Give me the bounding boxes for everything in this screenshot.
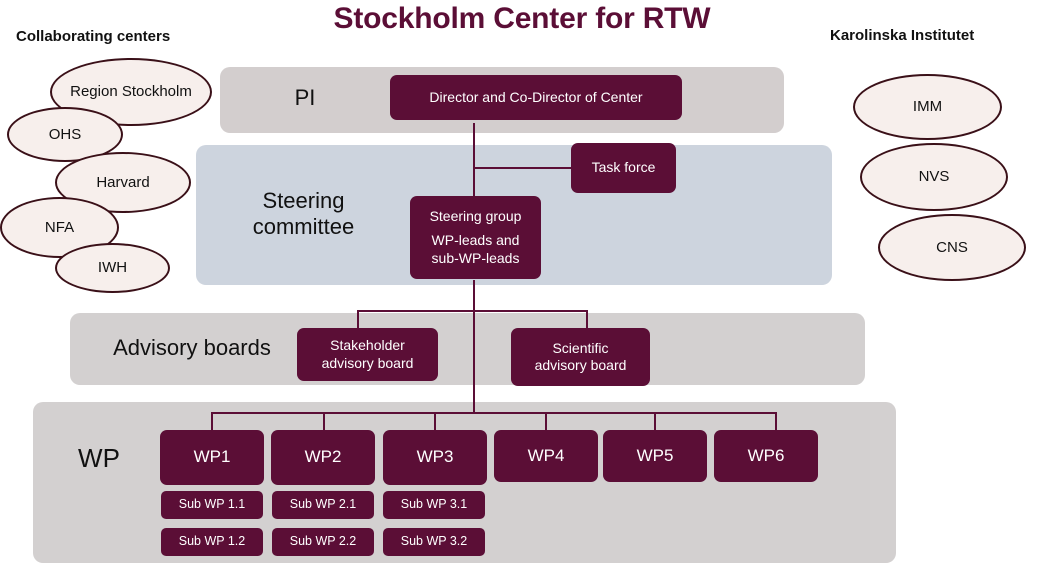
connector-task-force [473, 167, 572, 169]
connector-wp-drop-3 [434, 412, 436, 430]
steering-group-subtitle: WP-leads and sub-WP-leads [431, 232, 520, 266]
band-label-advisory: Advisory boards [113, 335, 271, 360]
box-director-and-co-director[interactable]: Director and Co-Director of Center [390, 75, 682, 120]
box-wp4[interactable]: WP4 [494, 430, 598, 482]
connector-advisory-bar [357, 310, 588, 312]
connector-stem-lower [473, 280, 475, 413]
connector-advisory-right-drop [586, 310, 588, 331]
connector-wp-drop-5 [654, 412, 656, 430]
box-stakeholder-advisory-board[interactable]: Stakeholder advisory board [297, 328, 438, 381]
heading-karolinska-institutet: Karolinska Institutet [830, 27, 975, 44]
band-label-pi: PI [294, 85, 316, 110]
karolinska-dept-cns: CNS [878, 214, 1026, 281]
connector-wp-drop-4 [545, 412, 547, 430]
box-sub-wp-1-1[interactable]: Sub WP 1.1 [161, 491, 263, 519]
box-sub-wp-2-1[interactable]: Sub WP 2.1 [272, 491, 374, 519]
connector-wp-drop-6 [775, 412, 777, 430]
box-wp6[interactable]: WP6 [714, 430, 818, 482]
box-wp3[interactable]: WP3 [383, 430, 487, 485]
band-label-steering: Steering committee [252, 188, 355, 239]
box-sub-wp-1-2[interactable]: Sub WP 1.2 [161, 528, 263, 556]
connector-wp-bar [211, 412, 776, 414]
box-task-force[interactable]: Task force [571, 143, 676, 193]
page-title: Stockholm Center for RTW [333, 2, 711, 35]
connector-wp-drop-2 [323, 412, 325, 430]
box-wp2[interactable]: WP2 [271, 430, 375, 485]
heading-collaborating-centers: Collaborating centers [16, 28, 171, 45]
steering-group-title: Steering group [429, 208, 522, 225]
box-sub-wp-3-2[interactable]: Sub WP 3.2 [383, 528, 485, 556]
box-scientific-advisory-board[interactable]: Scientific advisory board [511, 328, 650, 386]
box-sub-wp-3-1[interactable]: Sub WP 3.1 [383, 491, 485, 519]
connector-advisory-left-drop [357, 310, 359, 331]
karolinska-dept-nvs: NVS [860, 143, 1008, 211]
box-wp5[interactable]: WP5 [603, 430, 707, 482]
connector-wp-drop-1 [211, 412, 213, 430]
karolinska-dept-imm: IMM [853, 74, 1002, 140]
box-steering-group[interactable]: Steering group WP-leads and sub-WP-leads [410, 196, 541, 279]
band-label-wp: WP [78, 443, 120, 473]
box-sub-wp-2-2[interactable]: Sub WP 2.2 [272, 528, 374, 556]
box-wp1[interactable]: WP1 [160, 430, 264, 485]
band-advisory-boards [70, 313, 865, 385]
collaborating-center-iwh: IWH [55, 243, 170, 293]
